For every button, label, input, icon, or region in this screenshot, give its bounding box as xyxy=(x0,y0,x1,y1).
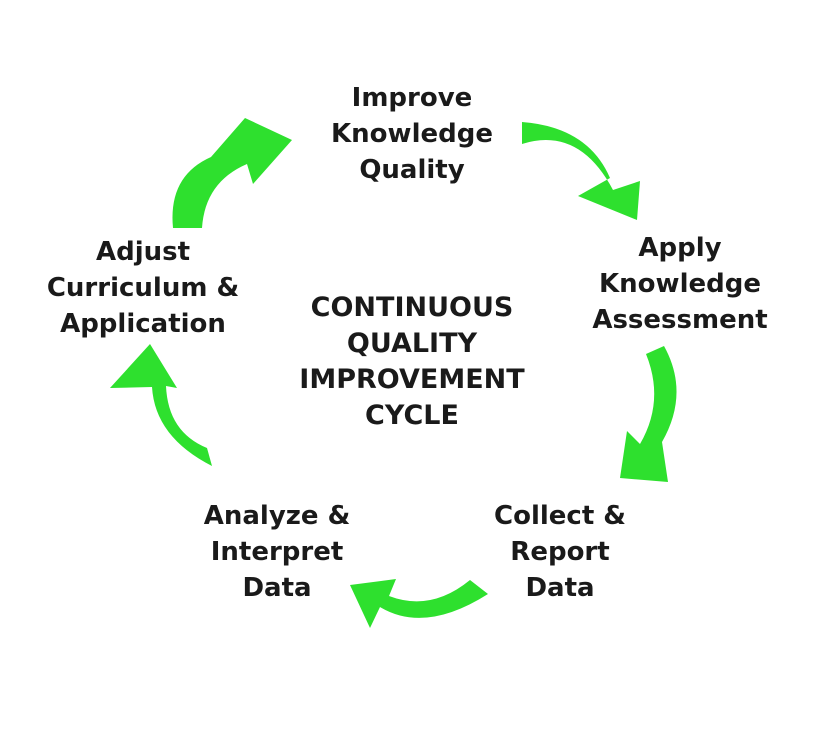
cycle-title-line: IMPROVEMENT xyxy=(299,364,525,395)
stage-analyze-interpret-data: Analyze & Interpret Data xyxy=(204,498,351,606)
stage-improve-knowledge-quality: Improve Knowledge Quality xyxy=(331,80,493,188)
stage-label-line: Application xyxy=(60,309,226,339)
arrow-adjust-to-improve-icon xyxy=(172,118,292,228)
stage-label-line: Data xyxy=(525,573,595,603)
stage-label-line: Report xyxy=(510,537,610,567)
cycle-title-line: CYCLE xyxy=(365,400,459,431)
cycle-title-line: CONTINUOUS xyxy=(310,292,514,323)
stage-label-line: Knowledge xyxy=(331,119,493,149)
cycle-title: CONTINUOUS QUALITY IMPROVEMENT CYCLE xyxy=(299,290,524,434)
stage-label-line: Interpret xyxy=(210,537,344,567)
stage-label-line: Knowledge xyxy=(599,269,761,299)
arrow-apply-to-collect-icon xyxy=(620,346,677,482)
arrow-collect-to-analyze-icon xyxy=(350,579,488,628)
stage-label-line: Curriculum & xyxy=(46,273,240,303)
arrow-improve-to-apply-icon xyxy=(522,122,640,220)
stage-label-line: Quality xyxy=(359,155,465,185)
stage-label-line: Data xyxy=(242,573,312,603)
stage-label-line: Collect & xyxy=(494,501,626,531)
stage-label-line: Apply xyxy=(638,233,722,263)
arrow-analyze-to-adjust-icon xyxy=(110,344,212,466)
stage-adjust-curriculum-application: Adjust Curriculum & Application xyxy=(47,234,239,342)
stage-label-line: Improve xyxy=(351,83,473,113)
stage-collect-report-data: Collect & Report Data xyxy=(494,498,626,606)
cycle-title-line: QUALITY xyxy=(346,328,478,359)
stage-label-line: Assessment xyxy=(592,305,768,335)
stage-apply-knowledge-assessment: Apply Knowledge Assessment xyxy=(592,230,767,338)
stage-label-line: Adjust xyxy=(95,237,191,267)
stage-label-line: Analyze & xyxy=(203,501,351,531)
